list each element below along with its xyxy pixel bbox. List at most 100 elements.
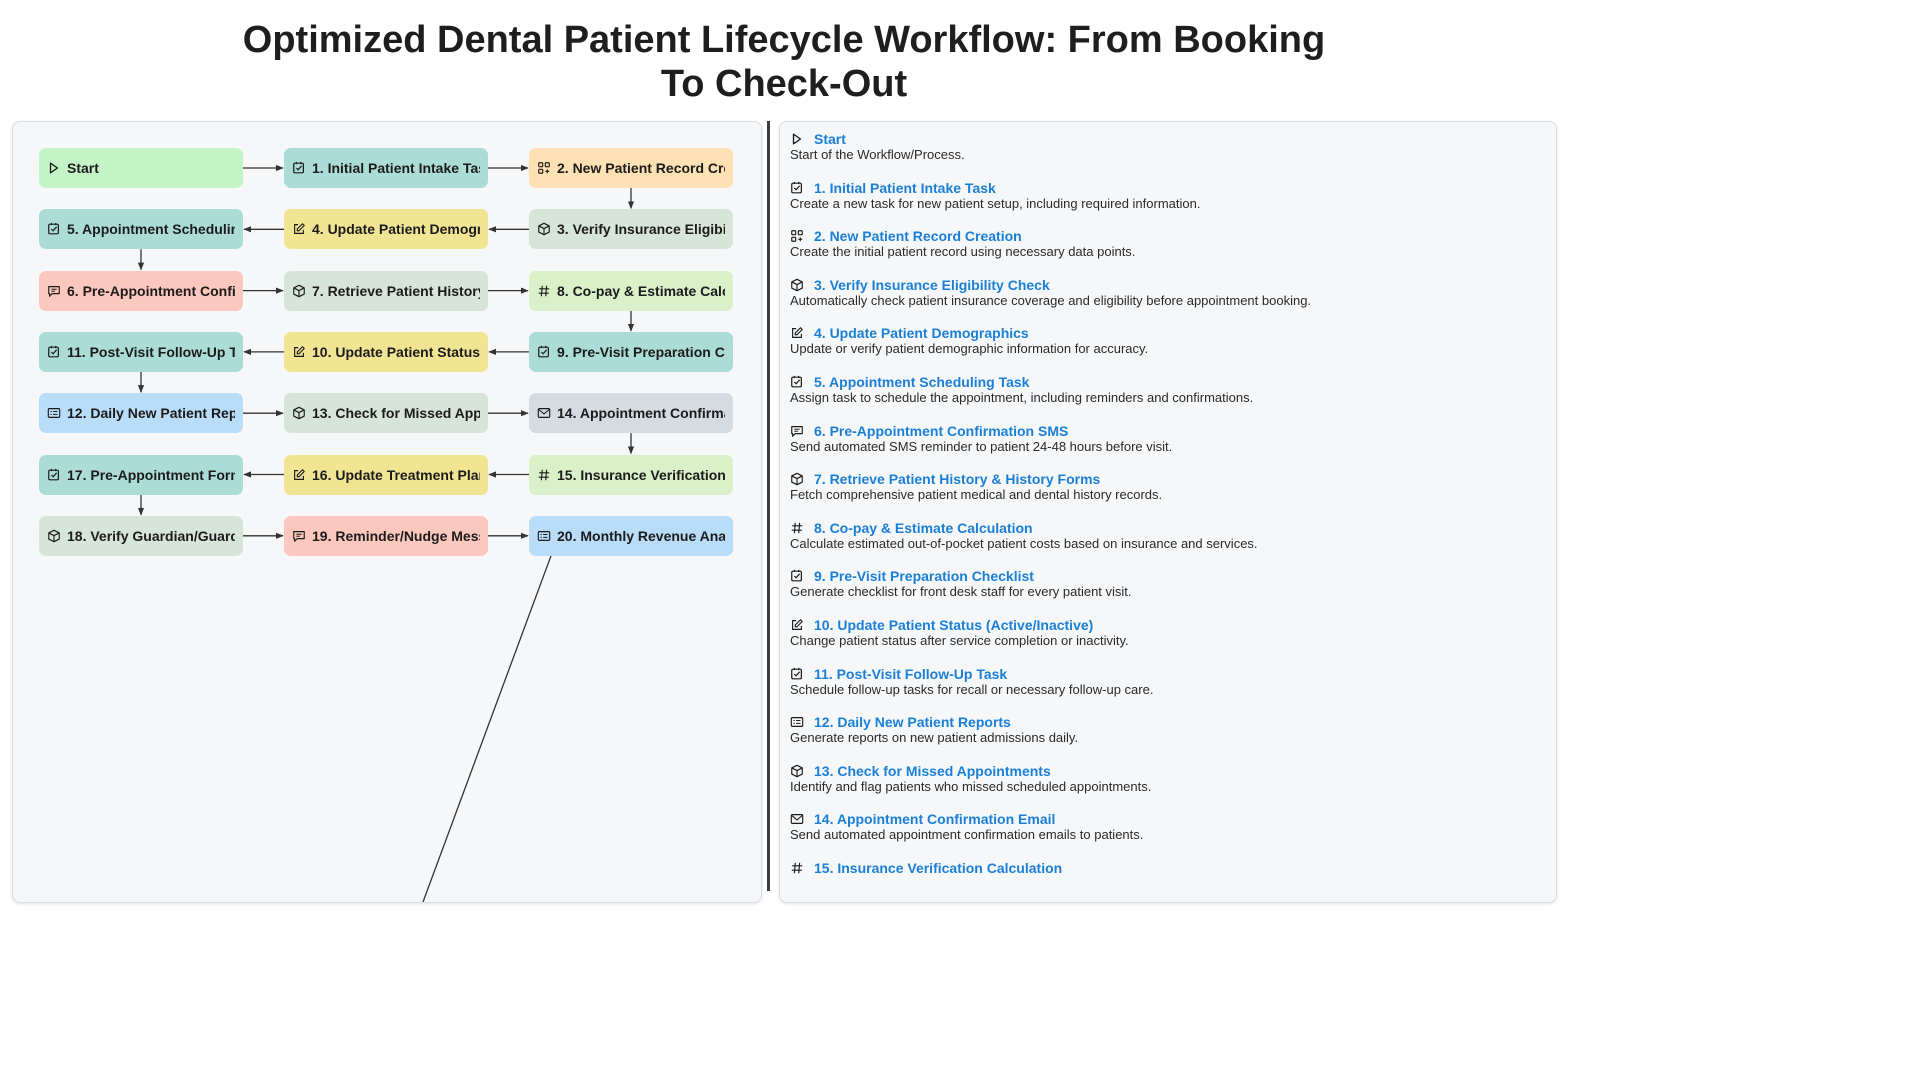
checkbox-icon <box>47 345 61 359</box>
detail-item-title-link[interactable]: 11. Post-Visit Follow-Up Task <box>814 665 1008 682</box>
detail-item: 10. Update Patient Status (Active/Inacti… <box>790 616 1540 648</box>
node-n13[interactable]: 13. Check for Missed Appointments <box>284 393 488 434</box>
detail-item-title-link[interactable]: 12. Daily New Patient Reports <box>814 714 1011 731</box>
detail-item-title-link[interactable]: 15. Insurance Verification Calculation <box>814 860 1063 876</box>
detail-item-header: 11. Post-Visit Follow-Up Task <box>790 665 1540 683</box>
detail-item: 15. Insurance Verification Calculation <box>790 859 1540 876</box>
node-n12[interactable]: 12. Daily New Patient Reports <box>39 393 243 434</box>
node-n3[interactable]: 3. Verify Insurance Eligibility Check <box>529 209 733 250</box>
hash-icon <box>790 861 804 875</box>
mail-icon <box>790 812 804 826</box>
node-label: Start <box>67 160 99 176</box>
cube-icon <box>292 406 306 420</box>
detail-item-title-link[interactable]: 10. Update Patient Status (Active/Inacti… <box>814 617 1094 633</box>
node-n15[interactable]: 15. Insurance Verification Calculation <box>529 454 733 495</box>
node-n17[interactable]: 17. Pre-Appointment Forms Task <box>39 454 243 495</box>
node-label: 5. Appointment Scheduling Task <box>67 221 235 238</box>
detail-item-description: Calculate estimated out-of-pocket patien… <box>790 535 1258 551</box>
hash-icon <box>537 284 551 298</box>
checkbox-icon <box>537 345 551 359</box>
detail-item-header: 1. Initial Patient Intake Task <box>790 179 1540 197</box>
cube-icon <box>790 472 804 486</box>
detail-item-title-link[interactable]: 13. Check for Missed Appointments <box>814 762 1051 779</box>
node-n9[interactable]: 9. Pre-Visit Preparation Checklist <box>529 331 733 372</box>
detail-item: 7. Retrieve Patient History & History Fo… <box>790 470 1540 502</box>
detail-item-description: Change patient status after service comp… <box>790 633 1129 648</box>
panel-divider[interactable] <box>767 121 770 891</box>
play-icon <box>790 132 804 146</box>
node-start[interactable]: Start <box>39 148 243 188</box>
checkbox-icon <box>790 667 804 681</box>
checkbox-icon <box>790 181 804 195</box>
detail-item-title-link[interactable]: 8. Co-pay & Estimate Calculation <box>814 519 1033 536</box>
detail-item-description: Fetch comprehensive patient medical and … <box>790 487 1163 503</box>
node-n14[interactable]: 14. Appointment Confirmation Email <box>529 393 733 434</box>
node-n5[interactable]: 5. Appointment Scheduling Task <box>39 209 243 250</box>
node-label: 16. Update Treatment Plan <box>312 466 480 483</box>
detail-item-title-link[interactable]: Start <box>814 131 846 147</box>
page-title-line-1: Optimized Dental Patient Lifecycle Workf… <box>242 19 1326 61</box>
node-label: 19. Reminder/Nudge Message <box>312 527 480 544</box>
checkbox-icon <box>790 375 804 389</box>
detail-item-description: Start of the Workflow/Process. <box>790 147 965 162</box>
node-n8[interactable]: 8. Co-pay & Estimate Calculation <box>529 270 733 311</box>
node-n10[interactable]: 10. Update Patient Status (Active/Inacti… <box>284 331 488 372</box>
detail-item-header: 10. Update Patient Status (Active/Inacti… <box>790 616 1540 634</box>
detail-item-description: Automatically check patient insurance co… <box>790 292 1312 308</box>
detail-item-title-link[interactable]: 6. Pre-Appointment Confirmation SMS <box>814 422 1069 439</box>
node-n1[interactable]: 1. Initial Patient Intake Task <box>284 148 488 188</box>
grid-icon <box>790 229 804 243</box>
detail-item-title-link[interactable]: 4. Update Patient Demographics <box>814 325 1029 342</box>
detail-item-title-link[interactable]: 2. New Patient Record Creation <box>814 228 1022 245</box>
message-icon <box>47 284 61 298</box>
detail-item-title-link[interactable]: 14. Appointment Confirmation Email <box>814 811 1056 828</box>
detail-item-header: 3. Verify Insurance Eligibility Check <box>790 276 1540 294</box>
node-label: 10. Update Patient Status (Active/Inacti… <box>312 343 480 360</box>
detail-item-description: Send automated SMS reminder to patient 2… <box>790 438 1173 454</box>
detail-item-title-link[interactable]: 5. Appointment Scheduling Task <box>814 374 1030 390</box>
cube-icon <box>790 764 804 778</box>
detail-item-title-link[interactable]: 9. Pre-Visit Preparation Checklist <box>814 568 1034 585</box>
node-label: 12. Daily New Patient Reports <box>67 405 235 422</box>
node-n6[interactable]: 6. Pre-Appointment Confirmation SMS <box>39 270 243 311</box>
node-label: 11. Post-Visit Follow-Up Task <box>67 343 235 360</box>
play-icon <box>47 161 61 175</box>
node-n2[interactable]: 2. New Patient Record Creation <box>529 148 733 188</box>
node-n18[interactable]: 18. Verify Guardian/Guardianship <box>39 515 243 556</box>
detail-item-header: 5. Appointment Scheduling Task <box>790 373 1540 391</box>
node-n16[interactable]: 16. Update Treatment Plan <box>284 454 488 495</box>
detail-item-title-link[interactable]: 1. Initial Patient Intake Task <box>814 179 996 196</box>
detail-item-description: Assign task to schedule the appointment,… <box>790 390 1254 405</box>
message-icon <box>790 424 804 438</box>
detail-item-description: Schedule follow-up tasks for recall or n… <box>790 681 1154 697</box>
detail-item-header: 6. Pre-Appointment Confirmation SMS <box>790 422 1540 440</box>
message-icon <box>292 529 306 543</box>
report-icon <box>47 406 61 420</box>
detail-item-title-link[interactable]: 3. Verify Insurance Eligibility Check <box>814 276 1050 293</box>
edit-icon <box>790 326 804 340</box>
node-n19[interactable]: 19. Reminder/Nudge Message <box>284 515 488 556</box>
node-n20[interactable]: 20. Monthly Revenue Analysis <box>529 515 733 556</box>
node-label: 8. Co-pay & Estimate Calculation <box>557 282 725 299</box>
detail-item-title-link[interactable]: 7. Retrieve Patient History & History Fo… <box>814 471 1101 488</box>
cube-icon <box>790 278 804 292</box>
checkbox-icon <box>292 161 306 175</box>
detail-item-header: Start <box>790 130 1540 148</box>
detail-item-header: 4. Update Patient Demographics <box>790 324 1540 342</box>
node-n4[interactable]: 4. Update Patient Demographics <box>284 209 488 250</box>
node-label: 6. Pre-Appointment Confirmation SMS <box>67 282 235 299</box>
node-n7[interactable]: 7. Retrieve Patient History & History Fo… <box>284 270 488 311</box>
detail-item-description: Update or verify patient demographic inf… <box>790 341 1149 357</box>
node-n11[interactable]: 11. Post-Visit Follow-Up Task <box>39 331 243 372</box>
detail-item-header: 13. Check for Missed Appointments <box>790 762 1540 780</box>
diagram-edges <box>137 164 635 902</box>
edit-icon <box>292 345 306 359</box>
node-label: 13. Check for Missed Appointments <box>312 405 480 422</box>
